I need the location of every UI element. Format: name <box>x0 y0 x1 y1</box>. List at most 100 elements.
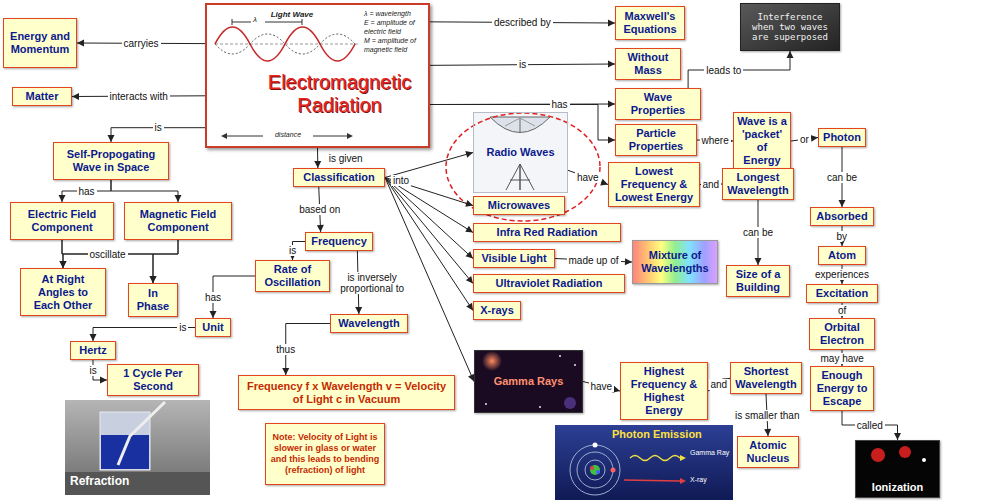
image-concept: Ionization <box>855 440 940 498</box>
annotation-label: M = amplitude of magnetic field <box>364 37 430 54</box>
connector <box>111 180 182 202</box>
concept-box: Self-Propogating Wave in Space <box>53 142 169 180</box>
concept-box: Ultraviolet Radiation <box>473 274 625 293</box>
node-text: Radio Waves <box>477 146 564 159</box>
concept-box: Enough Energy to Escape <box>810 366 874 411</box>
edge-label: experiences <box>813 269 871 280</box>
concept-box: Orbital Electron <box>809 318 875 350</box>
node-text: Frequency f x Wavelength v = Velocity of… <box>242 380 451 406</box>
concept-box: X-rays <box>473 301 521 320</box>
arrowhead <box>894 433 901 440</box>
arrowhead <box>608 101 615 108</box>
edge-label: described by <box>492 17 553 28</box>
spectrum-image <box>632 240 718 284</box>
arrowhead <box>787 51 794 58</box>
concept-box: At Right Angles to Each Other <box>20 268 106 316</box>
node-text: 1 Cycle Per Second <box>111 367 195 393</box>
node-text: Classification <box>297 171 381 184</box>
edge-label: and <box>709 379 730 390</box>
arrowhead <box>317 225 324 232</box>
node-text: Atomic Nucleus <box>741 439 795 465</box>
arrowhead <box>60 261 67 268</box>
arrowhead <box>150 276 157 283</box>
edge-label: is inversely proportional to <box>338 272 406 294</box>
arrowhead <box>466 303 473 311</box>
node-text: Orbital Electron <box>813 321 871 347</box>
concept-box: Visible Light <box>473 249 555 268</box>
concept-box: Hertz <box>70 341 116 360</box>
arrowhead <box>150 276 157 283</box>
concept-box: Highest Frequency & Highest Energy <box>620 362 708 420</box>
annotation-label: Photon Emission <box>612 428 722 441</box>
concept-box: Atom <box>818 246 866 265</box>
connector-line <box>385 178 473 284</box>
arrowhead <box>466 276 473 284</box>
arrowhead <box>314 161 321 168</box>
edge-label: or <box>798 134 811 145</box>
edge-label: has <box>77 186 97 197</box>
image-concept: Interference when two waves are superpos… <box>740 3 840 51</box>
concept-box: Unit <box>195 318 231 337</box>
annotation-label: λ = wavelength <box>364 10 430 19</box>
connector-line <box>430 105 615 141</box>
node-text: Rate of Oscillation <box>259 263 326 289</box>
node-text: Absorbed <box>814 210 870 223</box>
refraction-photo <box>65 400 210 495</box>
edge-label: has <box>550 99 570 110</box>
arrowhead <box>77 40 84 47</box>
arrowhead <box>100 377 107 384</box>
node-text: Unit <box>199 321 227 334</box>
arrowhead <box>811 135 818 142</box>
node-text: Longest Wavelength <box>726 171 790 197</box>
arrowhead <box>465 251 473 258</box>
node-text: Wave Properties <box>619 91 697 117</box>
arrowhead <box>839 200 846 207</box>
edge-label: has <box>203 292 223 303</box>
node-text: Lowest Frequency & Lowest Energy <box>612 165 696 204</box>
node-text: Ionization <box>859 481 936 494</box>
node-text: Enough Energy to Escape <box>814 369 870 408</box>
node-text: Hertz <box>74 344 112 357</box>
node-text: Shortest Wavelength <box>734 365 798 391</box>
concept-box: Classification <box>293 168 385 187</box>
connector-line <box>385 153 473 178</box>
connector-line <box>111 180 178 202</box>
arrowhead <box>60 261 67 268</box>
edge-label: have <box>589 381 615 392</box>
connector <box>583 382 620 393</box>
concept-box: Absorbed <box>810 207 874 226</box>
connector-line <box>568 170 608 184</box>
connector <box>708 378 730 391</box>
concept-box: Wave Properties <box>615 88 701 120</box>
concept-box: Without Mass <box>615 48 681 80</box>
concept-box: Atomic Nucleus <box>737 436 799 468</box>
node-text: Wave is a 'packet' of Energy <box>737 115 787 167</box>
edge-label: leads to <box>704 65 743 76</box>
concept-box: Electric Field Component <box>10 202 114 240</box>
edge-label: can be <box>825 172 859 183</box>
node-text: Note: Velocity of Light is slower in gla… <box>269 432 381 476</box>
image-concept: Note: Velocity of Light is slower in gla… <box>265 423 385 485</box>
arrowhead <box>90 334 97 341</box>
connector <box>842 411 901 440</box>
node-text: Self-Propogating Wave in Space <box>57 148 165 174</box>
connector <box>150 240 179 283</box>
concept-box: Frequency <box>305 232 373 251</box>
edge-label: is <box>153 122 164 133</box>
arrowhead <box>764 429 771 436</box>
edge-label: carryies <box>122 38 161 49</box>
edge-label: where <box>700 135 731 146</box>
edge-label: is <box>88 365 99 376</box>
node-text: Excitation <box>810 287 874 300</box>
highlight-ellipse <box>446 113 600 221</box>
edge-label: and <box>701 179 722 190</box>
concept-box: Infra Red Radiation <box>473 223 621 242</box>
arrowhead <box>608 61 615 68</box>
node-text: Electromagnetic Radiation <box>247 71 432 117</box>
node-text: At Right Angles to Each Other <box>24 273 102 312</box>
node-text: Mixture of Wavelengths <box>636 249 714 275</box>
node-text: Energy and Momentum <box>7 30 73 56</box>
node-text: Matter <box>16 90 68 103</box>
annotation-label: Refraction <box>70 475 150 489</box>
